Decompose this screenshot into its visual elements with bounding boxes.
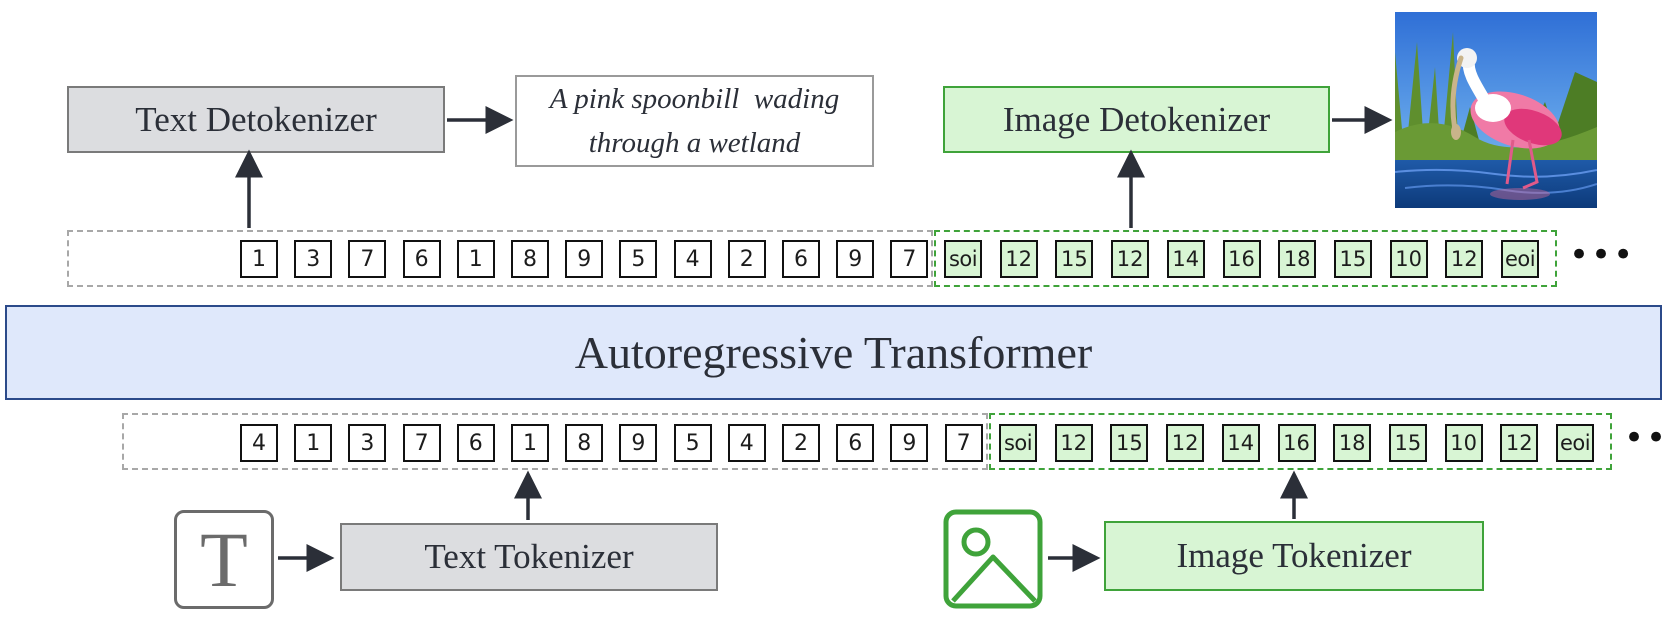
text-token: 3	[294, 240, 333, 278]
image-token: 10	[1389, 240, 1428, 278]
text-token: 1	[294, 424, 333, 462]
image-input-icon	[943, 509, 1043, 609]
image-token: 12	[999, 240, 1038, 278]
autoregressive-transformer-block: Autoregressive Transformer	[5, 305, 1662, 400]
text-token: 6	[456, 424, 495, 462]
image-token: 12	[1445, 240, 1484, 278]
text-token: 3	[348, 424, 387, 462]
text-token: 4	[240, 424, 278, 462]
image-token: 14	[1166, 240, 1205, 278]
text-token: 8	[511, 240, 549, 278]
text-token: 2	[782, 424, 820, 462]
image-detokenizer-label: Image Detokenizer	[1002, 99, 1271, 139]
image-token: eoi	[1556, 424, 1594, 462]
text-token: 7	[944, 424, 983, 462]
caption-line-1: A pink spoonbill wading	[549, 83, 840, 115]
spoonbill-illustration	[1395, 12, 1597, 208]
text-token: 9	[890, 424, 929, 462]
input-ellipsis: •••	[1624, 418, 1662, 458]
text-token: 5	[673, 424, 712, 462]
text-token: 6	[782, 240, 820, 278]
text-icon-glyph: T	[200, 515, 248, 603]
generated-image-spoonbill	[1395, 12, 1597, 208]
text-token: 4	[673, 240, 712, 278]
caption-line-2: through a wetland	[588, 127, 801, 159]
text-token: 1	[456, 240, 495, 278]
image-token: 12	[1111, 240, 1150, 278]
image-token: 16	[1222, 240, 1261, 278]
image-token: 16	[1277, 424, 1316, 462]
image-token: 12	[1166, 424, 1205, 462]
image-icon	[943, 509, 1043, 609]
image-token: 15	[1110, 424, 1149, 462]
input-image-sequence-region	[989, 413, 1612, 470]
image-token: soi	[999, 424, 1037, 462]
image-token: 14	[1221, 424, 1260, 462]
image-token: soi	[944, 240, 982, 278]
image-token: 15	[1388, 424, 1427, 462]
text-token: 1	[240, 240, 278, 278]
text-detokenizer-box: Text Detokenizer	[67, 86, 445, 153]
text-token: 6	[836, 424, 875, 462]
image-detokenizer-box: Image Detokenizer	[943, 86, 1330, 153]
image-token: 18	[1333, 424, 1372, 462]
text-token: 8	[565, 424, 604, 462]
input-text-sequence-region	[122, 413, 988, 470]
text-token: 5	[619, 240, 658, 278]
text-detokenizer-label: Text Detokenizer	[135, 99, 377, 139]
image-token: 15	[1055, 240, 1094, 278]
output-ellipsis: •••	[1569, 235, 1636, 275]
text-token: 7	[348, 240, 387, 278]
generated-caption-box: A pink spoonbill wading through a wetlan…	[515, 75, 874, 167]
text-token: 7	[402, 424, 441, 462]
image-tokenizer-box: Image Tokenizer	[1104, 521, 1484, 591]
image-token: 12	[1054, 424, 1093, 462]
image-token: 12	[1500, 424, 1539, 462]
text-tokenizer-box: Text Tokenizer	[340, 523, 718, 591]
image-tokenizer-label: Image Tokenizer	[1176, 536, 1412, 575]
transformer-label: Autoregressive Transformer	[574, 327, 1093, 378]
text-token: 4	[727, 424, 766, 462]
text-token: 9	[565, 240, 604, 278]
text-tokenizer-label: Text Tokenizer	[424, 537, 634, 576]
text-token: 6	[402, 240, 441, 278]
text-token: 9	[836, 240, 875, 278]
output-image-sequence-region	[934, 230, 1557, 287]
output-text-sequence-region	[67, 230, 933, 287]
text-token: 1	[511, 424, 549, 462]
image-token: 10	[1444, 424, 1483, 462]
text-token: 2	[727, 240, 766, 278]
text-token: 9	[619, 424, 658, 462]
image-token: eoi	[1501, 240, 1539, 278]
text-token: 7	[890, 240, 929, 278]
image-token: 18	[1278, 240, 1317, 278]
image-token: 15	[1333, 240, 1372, 278]
text-input-icon: T	[174, 510, 274, 609]
